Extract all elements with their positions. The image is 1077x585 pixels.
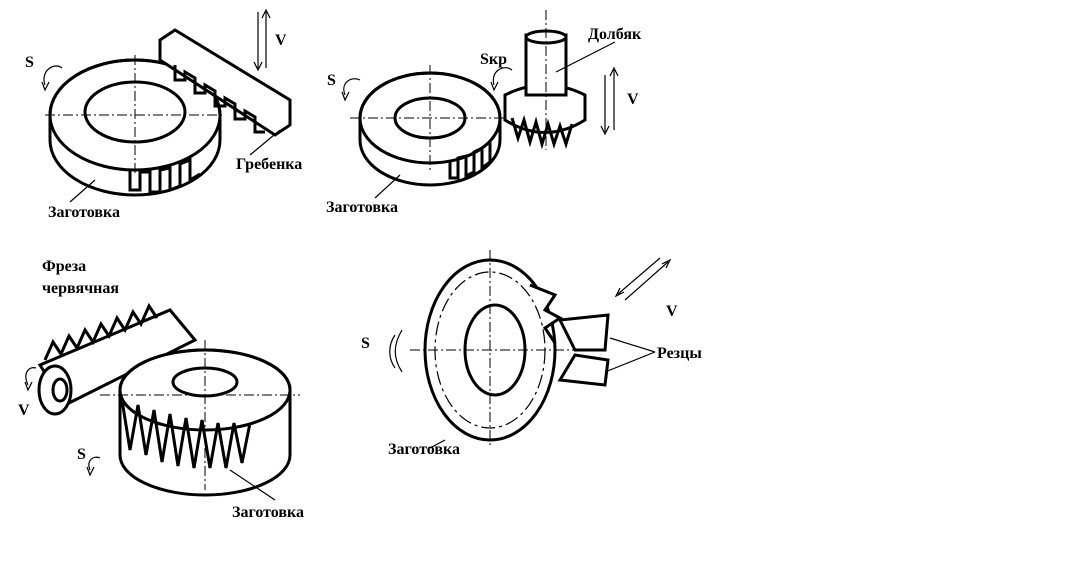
cutters-tool-label: Резцы xyxy=(657,345,702,362)
hob-label-line2: червячная xyxy=(42,280,120,297)
shaper-cutter-label: Долбяк xyxy=(588,26,642,43)
rack-cutter-label: Гребенка xyxy=(236,156,303,173)
cutters-method-illustration xyxy=(389,250,672,449)
shaper-cut-speed-label: V xyxy=(627,91,639,108)
shaper-feed-label: S xyxy=(327,72,336,89)
hob-method-illustration xyxy=(24,302,300,501)
cutters-blank-label: Заготовка xyxy=(388,441,460,458)
shaper-blank-label: Заготовка xyxy=(326,199,398,216)
hob-label-line1: Фреза xyxy=(42,258,87,275)
shaper-method-illustration xyxy=(341,10,619,199)
rack-blank-label: Заготовка xyxy=(48,204,120,221)
rack-method-illustration xyxy=(41,8,292,203)
hob-blank-label: Заготовка xyxy=(232,504,304,521)
hob-feed-label: S xyxy=(77,446,86,463)
rack-cut-speed-label: V xyxy=(275,32,287,49)
shaper-rotary-feed-label: Sкр xyxy=(480,51,508,68)
hob-cut-speed-label: V xyxy=(18,402,30,419)
cutters-cut-speed-label: V xyxy=(666,303,678,320)
cutters-feed-label: S xyxy=(361,335,370,352)
rack-feed-label: S xyxy=(25,54,34,71)
